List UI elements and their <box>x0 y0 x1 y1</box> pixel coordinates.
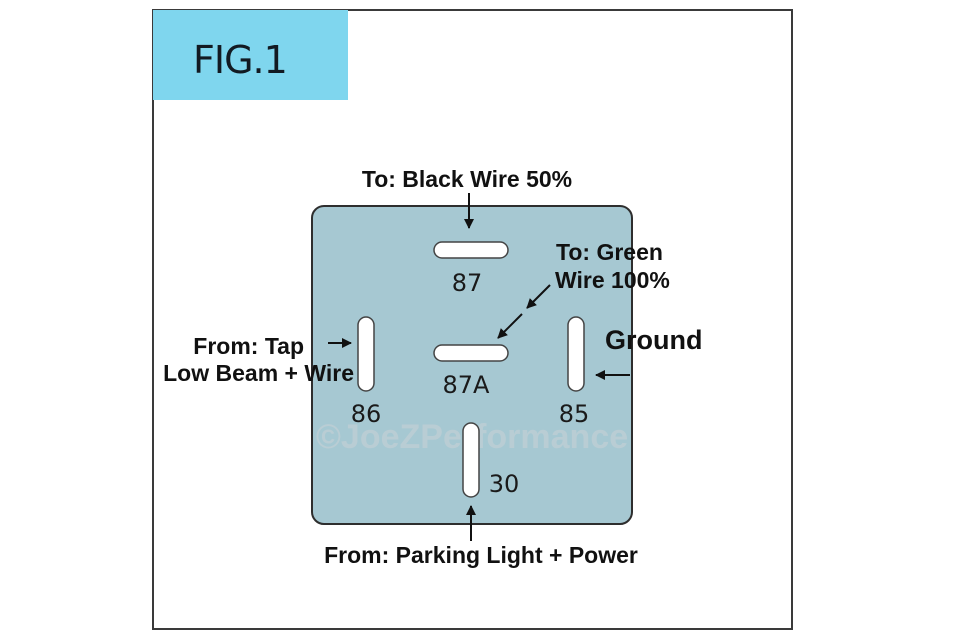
pin-87-slot <box>433 241 509 259</box>
label-pin-86-line1: From: Tap <box>193 333 304 359</box>
pin-86-label: 86 <box>351 400 382 428</box>
label-pin-87a-line1: To: Green <box>556 239 663 265</box>
figure-tag: FIG.1 <box>153 10 348 100</box>
pin-86-slot <box>357 316 375 392</box>
pin-30-slot <box>462 422 480 498</box>
pin-87a-slot <box>433 344 509 362</box>
figure-tag-label: FIG.1 <box>193 38 288 82</box>
arrow-to-87a-lower <box>497 313 523 339</box>
pin-85-slot <box>567 316 585 392</box>
figure-frame <box>152 9 793 630</box>
pin-85-label: 85 <box>559 400 590 428</box>
label-pin-85: Ground <box>605 325 702 355</box>
label-pin-87a-line2: Wire 100% <box>555 267 670 293</box>
arrow-to-87a-upper <box>526 284 551 309</box>
label-pin-86-line2: Low Beam + Wire <box>163 360 354 386</box>
label-pin-30: From: Parking Light + Power <box>324 542 638 568</box>
pin-87-label: 87 <box>452 269 483 297</box>
pin-30-label: 30 <box>489 470 520 498</box>
pin-87a-label: 87A <box>443 371 491 399</box>
label-pin-87: To: Black Wire 50% <box>362 166 572 192</box>
